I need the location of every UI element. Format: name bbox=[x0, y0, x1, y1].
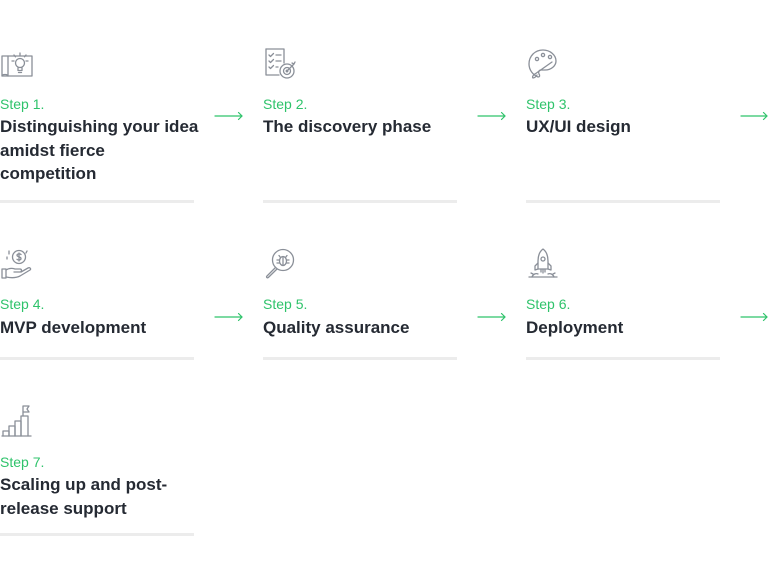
arrow-right-icon bbox=[214, 312, 244, 322]
step-label: Step 4. bbox=[0, 296, 45, 312]
step-label: Step 3. bbox=[526, 96, 571, 112]
step-divider bbox=[0, 533, 194, 536]
step-divider bbox=[0, 357, 194, 360]
checklist-target-icon bbox=[263, 47, 297, 81]
stairs-flag-icon bbox=[0, 405, 34, 439]
arrow-right-icon bbox=[740, 312, 768, 322]
step-divider bbox=[263, 200, 457, 203]
rocket-launch-icon bbox=[526, 247, 560, 281]
step-divider bbox=[526, 200, 720, 203]
step-title: Distinguishing your idea amidst fierce c… bbox=[0, 117, 199, 183]
step-title: The discovery phase bbox=[263, 117, 432, 136]
step-label: Step 2. bbox=[263, 96, 308, 112]
step-label: Step 5. bbox=[263, 296, 308, 312]
arrow-right-icon bbox=[740, 111, 768, 121]
step-title: UX/UI design bbox=[526, 117, 631, 136]
step-title: Quality assurance bbox=[263, 318, 410, 337]
palette-brush-icon bbox=[526, 47, 560, 81]
hand-coin-icon bbox=[0, 247, 34, 281]
arrow-right-icon bbox=[477, 312, 507, 322]
lightbulb-blueprint-icon bbox=[0, 47, 34, 81]
arrow-right-icon bbox=[477, 111, 507, 121]
step-divider bbox=[0, 200, 194, 203]
arrow-right-icon bbox=[214, 111, 244, 121]
step-label: Step 7. bbox=[0, 454, 45, 470]
step-label: Step 6. bbox=[526, 296, 571, 312]
step-title: Deployment bbox=[526, 318, 624, 337]
magnifier-bug-icon bbox=[263, 247, 297, 281]
step-label: Step 1. bbox=[0, 96, 45, 112]
step-divider bbox=[263, 357, 457, 360]
step-title: MVP development bbox=[0, 318, 147, 337]
step-title: Scaling up and post-release support bbox=[0, 475, 168, 518]
step-divider bbox=[526, 357, 720, 360]
